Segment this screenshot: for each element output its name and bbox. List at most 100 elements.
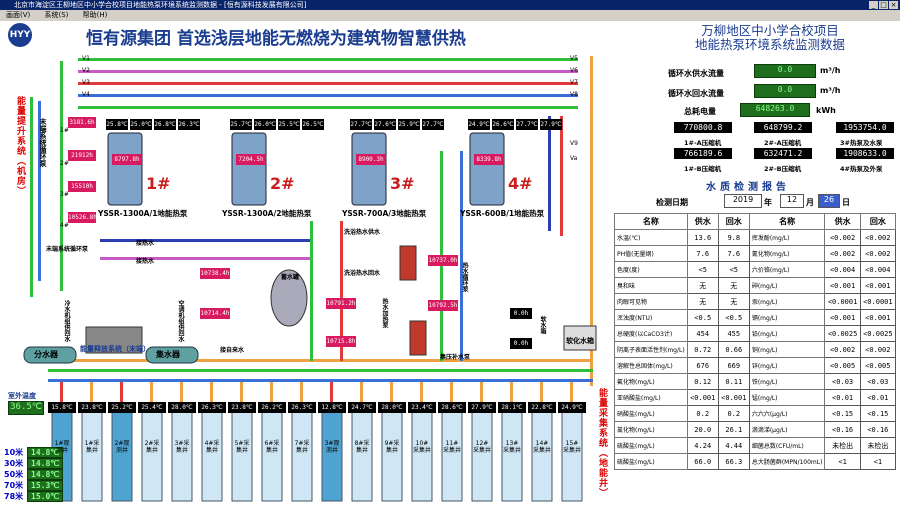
maximize-button[interactable]: □ xyxy=(879,1,888,9)
report-day[interactable]: 26 xyxy=(818,194,840,208)
table-cell-label: 总硬度(以CaCO3计) xyxy=(614,325,688,342)
table-cell-label: 硫酸盐(mg/L) xyxy=(614,437,688,454)
heat-pump-2-body[interactable] xyxy=(231,132,267,206)
hw-pump-2-runtime: 10714.4h xyxy=(200,308,230,319)
menu-view[interactable]: 画面(V) xyxy=(6,11,31,19)
storage-tank xyxy=(270,269,308,327)
well-temp-value: 24.9℃ xyxy=(558,402,586,413)
table-cell-value: 669 xyxy=(717,357,750,374)
well-riser-pipe xyxy=(570,382,573,405)
distributor-tank xyxy=(23,346,77,364)
valve-va[interactable]: Va xyxy=(570,155,578,162)
well-temp-value: 23.8℃ xyxy=(78,402,106,413)
schematic-diagram xyxy=(23,56,597,502)
valve-v6[interactable]: V6 xyxy=(570,67,578,74)
valve-v8[interactable]: V8 xyxy=(570,91,578,98)
circ-pump-label: 末端系统循环泵 xyxy=(39,118,47,167)
circ-pump-3-runtime: 15510h xyxy=(68,181,96,192)
col-header: 回水 xyxy=(859,213,897,230)
valve-v5[interactable]: V5 xyxy=(570,55,578,62)
table-cell-value: <0.15 xyxy=(824,405,861,422)
heat-pump-2-temp-1: 25.7℃ xyxy=(230,119,252,130)
valve-v3[interactable]: V3 xyxy=(82,79,90,86)
report-month[interactable]: 12 xyxy=(780,194,804,208)
table-cell-value: <0.0001 xyxy=(859,293,897,310)
depth-label: 50米 xyxy=(4,470,24,479)
well-riser-pipe xyxy=(210,382,213,405)
table-cell-value: 455 xyxy=(717,325,750,342)
well-riser-pipe xyxy=(180,382,183,405)
table-cell-value: <0.001 xyxy=(686,389,719,406)
report-month-unit: 月 xyxy=(806,198,814,207)
table-cell-value: <0.0025 xyxy=(859,325,897,342)
minimize-button[interactable]: _ xyxy=(869,1,878,9)
table-cell-label: 铁(mg/L) xyxy=(748,373,826,390)
well-riser-pipe xyxy=(510,382,513,405)
tap-water-label: 接自来水 xyxy=(220,347,245,354)
circ-pump-3-tag: 3# xyxy=(60,191,69,198)
project-title-line2: 地能热泵环境系统监测数据 xyxy=(694,37,845,52)
close-button[interactable]: × xyxy=(889,1,898,9)
report-day-unit: 日 xyxy=(842,198,850,207)
energy-label-1b: 1#-B压缩机 xyxy=(684,165,722,173)
pipe-blue-bottom xyxy=(48,379,593,382)
table-cell-value: 676 xyxy=(686,357,719,374)
menu-help[interactable]: 帮助(H) xyxy=(82,11,108,19)
well-name-label: 7#采集井 xyxy=(294,440,310,454)
pipe-blue-vertical-left xyxy=(38,101,41,281)
well-temp-value: 26.2℃ xyxy=(258,402,286,413)
report-title: 水质检测报告 xyxy=(706,182,790,193)
pipe-orange-bottom xyxy=(48,359,593,362)
energy-label-2a: 2#-A压缩机 xyxy=(764,139,802,147)
table-cell-value: 0.72 xyxy=(686,341,719,358)
valve-v9[interactable]: V9 xyxy=(570,140,578,147)
heat-pump-1-body[interactable] xyxy=(107,132,143,206)
table-cell-value: <0.002 xyxy=(824,229,861,246)
table-cell-value: <0.0025 xyxy=(824,325,861,342)
well-temp-value: 26.3℃ xyxy=(198,402,226,413)
table-cell-label: 挥发酚(mg/L) xyxy=(748,229,826,246)
pipe-red-vertical-right xyxy=(560,116,563,236)
right-pump-2-runtime: 10715.8h xyxy=(326,336,356,347)
heat-pump-3-body[interactable] xyxy=(351,132,387,206)
right-pump-4-runtime: 10792.5h xyxy=(428,300,458,311)
circ-pump-2-runtime: 21912h xyxy=(68,150,96,161)
table-cell-value: 0.11 xyxy=(717,373,750,390)
heat-pump-4-body[interactable] xyxy=(469,132,505,206)
well-temp-value: 27.9℃ xyxy=(468,402,496,413)
table-cell-label: 总大肠菌群(MPN/100mL) xyxy=(748,453,826,470)
table-cell-value: <0.002 xyxy=(859,245,897,262)
storage-tank-label: 蓄水罐 xyxy=(281,274,300,281)
valve-v1[interactable]: V1 xyxy=(82,55,90,62)
valve-v4[interactable]: V4 xyxy=(82,91,90,98)
col-header: 供水 xyxy=(686,213,719,230)
energy-label-2b: 2#-B压缩机 xyxy=(764,165,802,173)
table-cell-value: 4.44 xyxy=(717,437,750,454)
depth-temp-value: 14.8℃ xyxy=(27,458,64,469)
table-cell-value: <0.16 xyxy=(859,421,897,438)
circ-pump-4-runtime: 10526.8h xyxy=(68,212,97,223)
pipe-green-bottom xyxy=(48,369,593,372)
energy-value-2b: 632471.2 xyxy=(754,148,812,159)
well-name-label: 8#采集井 xyxy=(354,440,370,454)
table-cell-label: 硫酸盐(mg/L) xyxy=(614,453,688,470)
valve-v2[interactable]: V2 xyxy=(82,67,90,74)
col-header: 供水 xyxy=(824,213,861,230)
menu-system[interactable]: 系统(S) xyxy=(44,11,69,19)
heat-pump-4-temp-3: 27.7℃ xyxy=(516,119,538,130)
heat-pump-3-temp-4: 27.7℃ xyxy=(422,119,444,130)
valve-v7[interactable]: V7 xyxy=(570,79,578,86)
depth-temp-value: 15.3℃ xyxy=(27,480,64,491)
table-cell-value: 0.12 xyxy=(686,373,719,390)
report-year[interactable]: 2019 xyxy=(724,194,762,208)
energy-label-4: 4#热泵及外泵 xyxy=(840,165,883,173)
col-header: 名称 xyxy=(614,213,688,230)
table-cell-value: <0.002 xyxy=(859,229,897,246)
table-cell-value: <0.004 xyxy=(859,261,897,278)
